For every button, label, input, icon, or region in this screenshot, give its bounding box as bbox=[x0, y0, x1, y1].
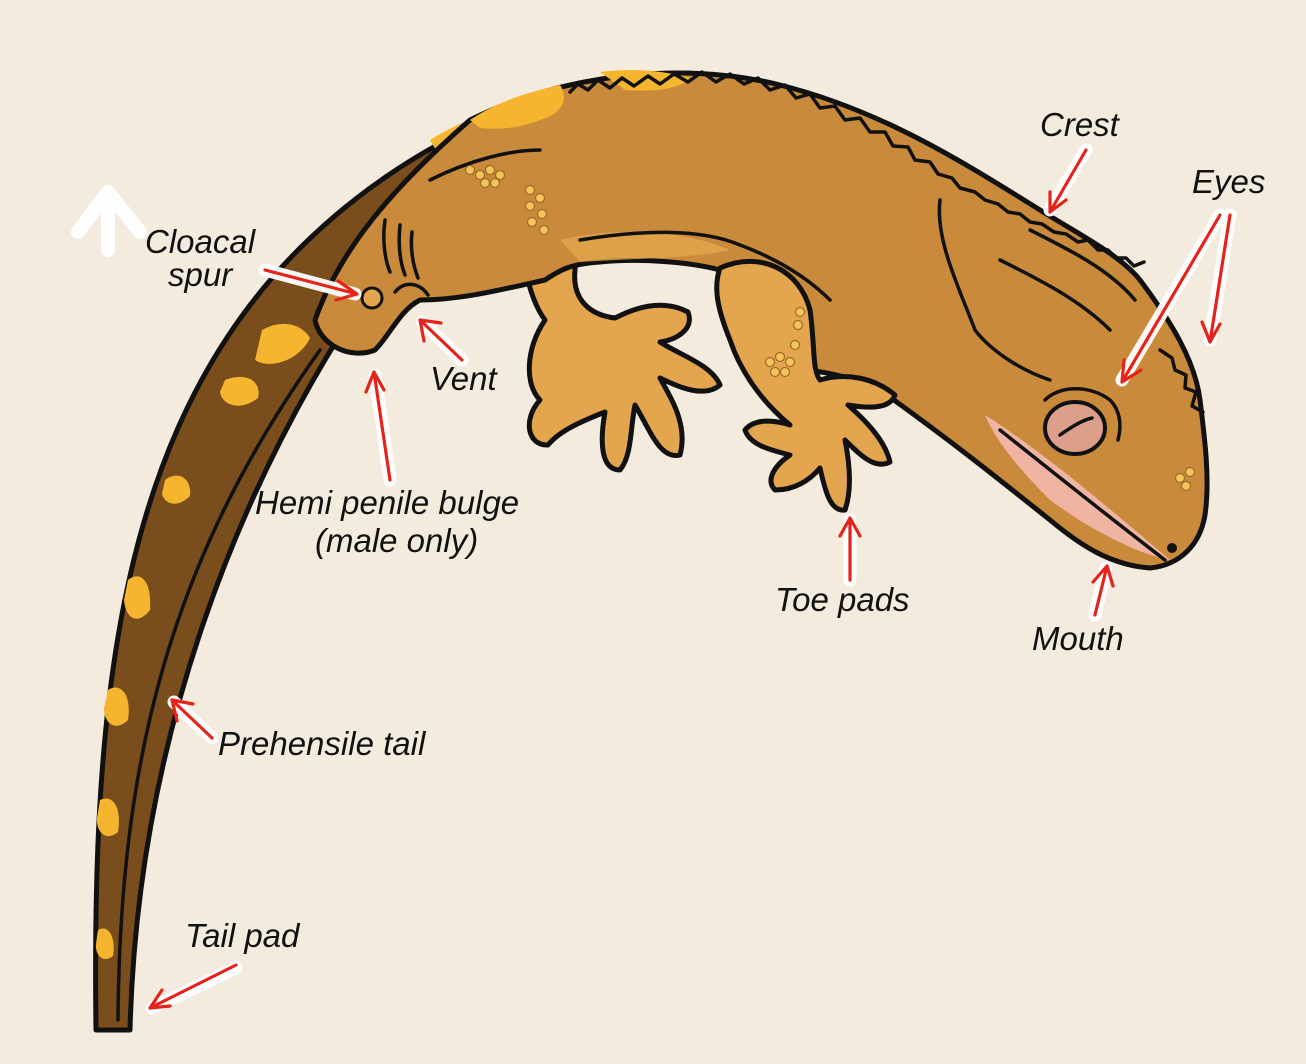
tail-pattern-5 bbox=[124, 576, 151, 619]
tail-ventral-line bbox=[116, 348, 322, 1022]
tail-pad-arrow bbox=[145, 961, 243, 1015]
prehensile-tail-arrow bbox=[167, 695, 219, 745]
nostril bbox=[1167, 543, 1177, 553]
cloacal-spur-label-line2: spur bbox=[168, 256, 234, 293]
eyes-arrow-2 bbox=[1200, 208, 1237, 347]
eye-crest bbox=[1043, 387, 1122, 442]
tail-pattern-8 bbox=[95, 928, 114, 960]
vent-arrow bbox=[415, 315, 469, 367]
mouth-label: Mouth bbox=[1032, 620, 1124, 657]
vent-edge bbox=[393, 282, 430, 297]
head-line-2 bbox=[1028, 228, 1137, 302]
tail-pattern-2 bbox=[255, 323, 310, 364]
flank-line-2 bbox=[578, 230, 832, 302]
belly-highlight bbox=[560, 231, 730, 262]
eye-pupil bbox=[1058, 416, 1094, 437]
labels: Crest Eyes Cloacal spur Vent Hemi penile… bbox=[145, 106, 1265, 954]
eyes-arrow-1 bbox=[1115, 208, 1227, 387]
mouth-line bbox=[998, 428, 1167, 562]
white-arrow-decoration bbox=[71, 185, 147, 257]
scale-cluster-1 bbox=[464, 164, 550, 236]
tail-pattern-4 bbox=[162, 475, 191, 504]
eye bbox=[1043, 400, 1107, 456]
dorsal-pattern-1 bbox=[470, 85, 564, 129]
eyes-label: Eyes bbox=[1192, 163, 1265, 200]
head bbox=[985, 348, 1205, 562]
cloacal-spur-arrow bbox=[258, 263, 362, 302]
scale-cluster-3 bbox=[1174, 466, 1196, 492]
flank-line-1 bbox=[428, 148, 542, 182]
hemi-penile-label-line2: (male only) bbox=[315, 522, 478, 559]
hemi-penile-label-line1: Hemi penile bulge bbox=[255, 484, 519, 521]
toe-pads-arrow bbox=[838, 513, 862, 587]
head-crest-spikes bbox=[1158, 348, 1205, 414]
tail-pattern-3 bbox=[220, 376, 259, 406]
cloacal-spur bbox=[360, 286, 384, 310]
tail-pattern-6 bbox=[104, 687, 129, 726]
annotation-arrows bbox=[71, 143, 1237, 1015]
shoulder-line bbox=[937, 198, 1052, 382]
mouth-pink bbox=[985, 415, 1170, 560]
hip-lines bbox=[382, 218, 420, 280]
prehensile-tail-label: Prehensile tail bbox=[218, 725, 427, 762]
mouth-arrow bbox=[1088, 561, 1115, 622]
tail-pattern-7 bbox=[96, 798, 119, 837]
head-line-1 bbox=[998, 258, 1112, 332]
dorsal-crest bbox=[568, 70, 1146, 268]
crest-arrow bbox=[1043, 143, 1093, 217]
front-leg-shape bbox=[714, 258, 898, 513]
tail-pad-label: Tail pad bbox=[185, 917, 301, 954]
toe-pads-label: Toe pads bbox=[775, 581, 910, 618]
crest-label: Crest bbox=[1040, 106, 1121, 143]
front-leg bbox=[714, 258, 898, 513]
cloacal-spur-label-line1: Cloacal bbox=[145, 223, 257, 260]
hemi-penile-arrow bbox=[364, 368, 397, 487]
scale-cluster-2 bbox=[764, 306, 806, 378]
dorsal-pattern-2 bbox=[600, 70, 690, 91]
vent-label: Vent bbox=[430, 360, 498, 397]
